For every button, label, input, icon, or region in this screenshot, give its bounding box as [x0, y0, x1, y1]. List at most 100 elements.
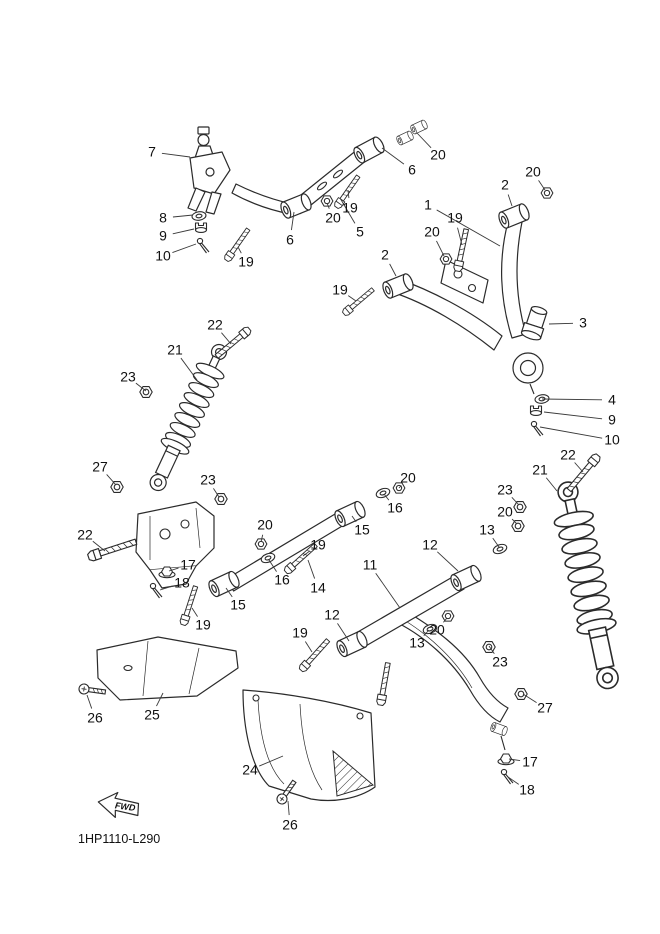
ball-joint-mount: [489, 721, 509, 737]
callout-4: 4: [608, 392, 616, 408]
callout-17: 17: [522, 754, 538, 770]
leader-line: [511, 518, 518, 525]
callout-3: 3: [579, 315, 587, 331]
callout-16: 16: [274, 572, 290, 588]
callout-16: 16: [387, 500, 403, 516]
lower-arm-right: [297, 563, 528, 785]
leader-line: [437, 551, 459, 572]
callout-21: 21: [532, 462, 548, 478]
leader-line: [423, 629, 430, 636]
leader-line: [436, 240, 445, 257]
leader-line: [488, 645, 495, 655]
leader-line: [180, 357, 198, 381]
callout-19: 19: [238, 254, 254, 270]
bolt-22: [86, 536, 139, 563]
leader-line: [508, 758, 521, 762]
leader-line: [522, 693, 537, 704]
callout-23: 23: [120, 369, 136, 385]
callout-6: 6: [286, 232, 294, 248]
fwd-arrow: FWD: [97, 791, 140, 819]
callout-2: 2: [501, 177, 509, 193]
leader-line: [347, 295, 357, 302]
bolt-19: [375, 661, 393, 707]
callout-22: 22: [77, 527, 93, 543]
leader-line: [221, 332, 232, 345]
castle-nut-9: [529, 405, 543, 416]
leader-line: [237, 246, 242, 254]
callout-20: 20: [257, 517, 273, 533]
callout-9: 9: [159, 228, 167, 244]
upper-arm-right: [340, 187, 554, 437]
callout-12: 12: [324, 607, 340, 623]
leader-line: [398, 485, 402, 489]
leader-line: [539, 426, 603, 439]
nut-27: [514, 688, 528, 700]
leader-line: [545, 477, 558, 492]
leader-line: [326, 202, 330, 209]
leader-line: [260, 534, 264, 543]
splash-guard-left: [77, 636, 239, 701]
bushing-6: [278, 191, 314, 221]
callout-19: 19: [447, 210, 463, 226]
leader-line: [347, 189, 350, 199]
leader-line: [304, 641, 313, 653]
nut-23: [139, 386, 153, 398]
callout-19: 19: [332, 282, 348, 298]
callout-19: 19: [195, 617, 211, 633]
washer-13: [491, 542, 509, 556]
leader-line: [307, 559, 316, 579]
leader-line: [541, 398, 603, 401]
callout-27: 27: [537, 700, 553, 716]
leader-line: [538, 180, 546, 191]
bushing-12: [334, 629, 370, 659]
diagram-code: 1HP1110-L290: [78, 832, 160, 846]
leader-line: [389, 263, 397, 277]
callout-22: 22: [560, 447, 576, 463]
callout-14: 14: [310, 580, 326, 596]
leader-line: [339, 197, 356, 224]
callout-13: 13: [479, 522, 495, 538]
shock-21: [545, 477, 630, 694]
leader-line: [213, 488, 220, 498]
collar-20: [409, 118, 429, 136]
cotter-pin-18: [500, 768, 514, 785]
callout-1: 1: [424, 197, 432, 213]
callout-11: 11: [363, 557, 378, 573]
bushing-15: [206, 569, 242, 599]
leader-line: [383, 493, 390, 501]
splash-guard-center: [242, 689, 376, 807]
upper-arm-left: [222, 118, 429, 263]
callout-24: 24: [242, 762, 258, 778]
callout-7: 7: [148, 144, 156, 160]
callout-25: 25: [144, 707, 160, 723]
callout-20: 20: [400, 470, 416, 486]
bushing-12: [448, 563, 484, 593]
cotter-pin-10: [530, 420, 544, 437]
leader-line: [574, 462, 584, 473]
nut-20: [511, 520, 525, 532]
leader-line: [161, 152, 191, 158]
bushing-2: [496, 201, 532, 231]
leader-line: [106, 474, 117, 486]
callout-18: 18: [519, 782, 535, 798]
leader-line: [443, 617, 448, 623]
leader-line: [351, 515, 357, 523]
callout-19: 19: [342, 200, 358, 216]
leader-line: [156, 692, 164, 707]
washer-16: [374, 486, 392, 500]
nut-20: [439, 253, 453, 265]
nut-27: [110, 481, 124, 493]
leader-line: [172, 228, 195, 235]
callout-19: 19: [310, 537, 326, 553]
callout-23: 23: [200, 472, 216, 488]
leader-line: [375, 572, 401, 609]
nut-23: [214, 493, 228, 505]
nut-23: [513, 501, 527, 513]
leader-line: [436, 209, 501, 247]
fwd-label: FWD: [114, 800, 136, 813]
callout-9: 9: [608, 412, 616, 428]
leader-line: [507, 194, 513, 207]
callout-2: 2: [381, 247, 389, 263]
